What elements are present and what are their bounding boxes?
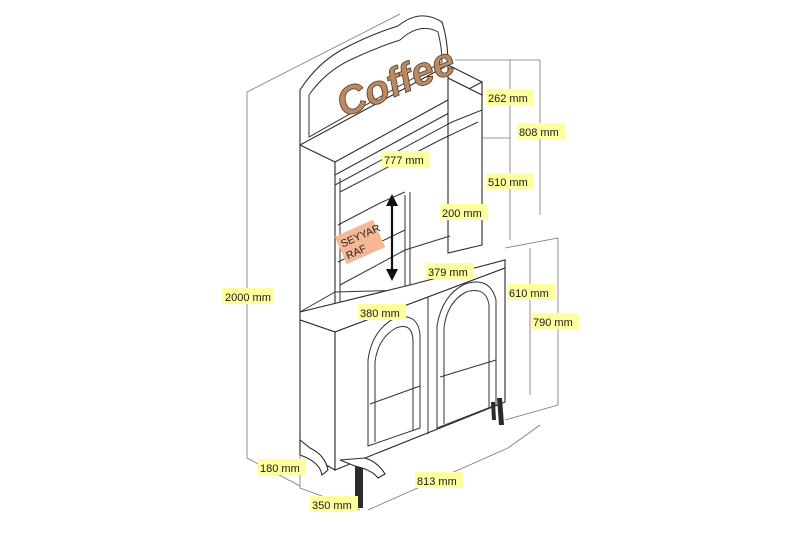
- label-180: 180 mm: [258, 459, 306, 475]
- right-door-arch: [436, 281, 497, 429]
- label-790: 790 mm: [531, 313, 579, 329]
- leg: [299, 438, 329, 477]
- label-510: 510 mm: [486, 173, 534, 189]
- sign-board: [299, 15, 449, 146]
- svg-text:262 mm: 262 mm: [488, 93, 528, 105]
- svg-text:790 mm: 790 mm: [533, 317, 573, 329]
- label-2000: 2000 mm: [222, 288, 274, 304]
- svg-text:200 mm: 200 mm: [442, 208, 482, 220]
- svg-text:808 mm: 808 mm: [519, 127, 559, 139]
- label-777: 777 mm: [382, 151, 430, 167]
- label-262: 262 mm: [486, 89, 534, 105]
- label-350: 350 mm: [310, 496, 358, 512]
- svg-text:380 mm: 380 mm: [360, 308, 400, 320]
- up-down-arrow-icon: [386, 194, 398, 281]
- label-380: 380 mm: [358, 304, 406, 320]
- svg-text:379 mm: 379 mm: [428, 267, 468, 279]
- label-200: 200 mm: [440, 204, 488, 220]
- seyyar-raf-badge: SEYYAR RAF: [334, 219, 386, 265]
- label-610: 610 mm: [507, 284, 555, 300]
- svg-text:350 mm: 350 mm: [312, 500, 352, 512]
- label-808: 808 mm: [517, 123, 565, 139]
- svg-text:610 mm: 610 mm: [509, 288, 549, 300]
- svg-text:813 mm: 813 mm: [417, 476, 457, 488]
- label-379: 379 mm: [426, 263, 474, 279]
- svg-text:180 mm: 180 mm: [260, 463, 300, 475]
- label-813: 813 mm: [415, 472, 463, 488]
- svg-text:777 mm: 777 mm: [384, 155, 424, 167]
- svg-text:510 mm: 510 mm: [488, 177, 528, 189]
- svg-text:2000 mm: 2000 mm: [225, 292, 271, 304]
